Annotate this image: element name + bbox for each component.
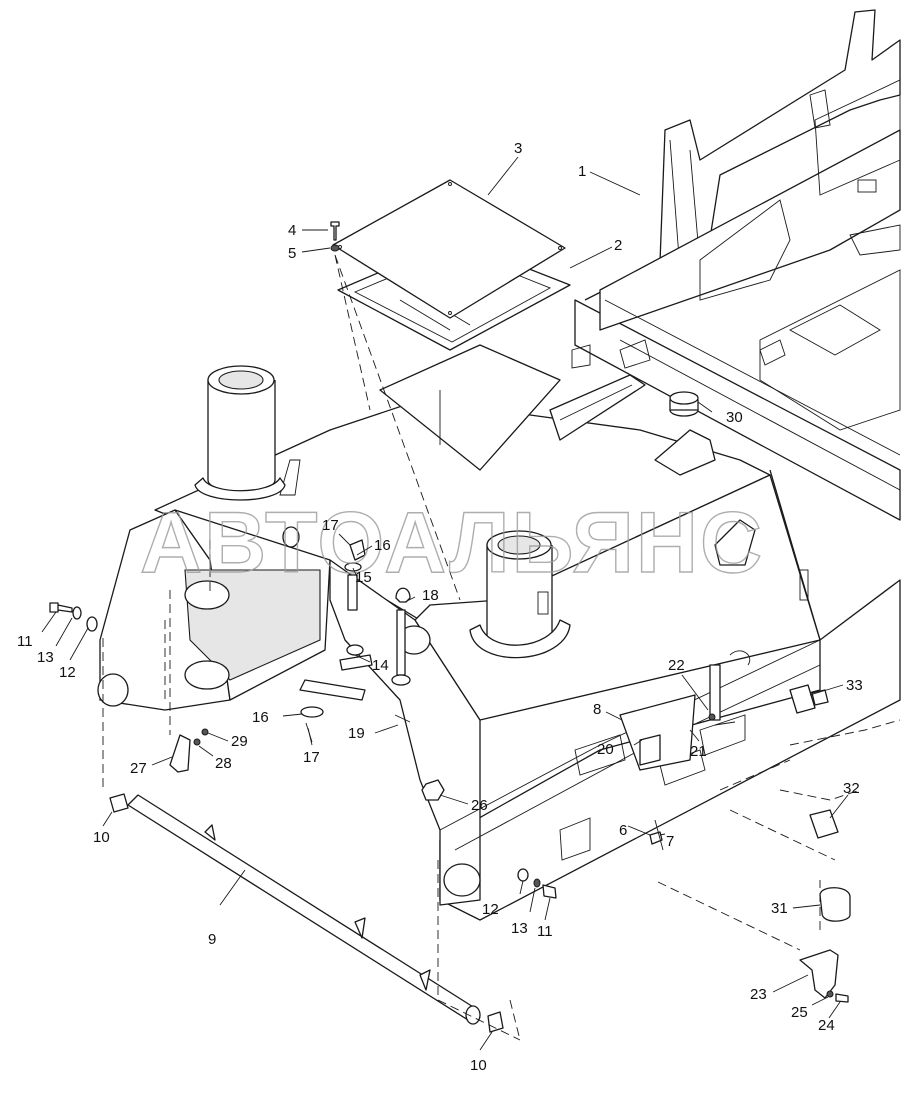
callout-26: 26 [471, 797, 488, 814]
callout-14: 14 [372, 657, 389, 674]
callout-11-left: 11 [17, 633, 33, 650]
callout-13-left: 13 [37, 649, 54, 666]
main-frame [97, 399, 901, 921]
callout-20: 20 [597, 741, 614, 758]
callout-11-front: 11 [537, 923, 553, 940]
callout-23: 23 [750, 986, 767, 1003]
callout-31: 31 [771, 900, 788, 917]
callout-30: 30 [726, 409, 743, 426]
callout-28: 28 [215, 755, 232, 772]
callout-22: 22 [668, 657, 685, 674]
callout-1: 1 [578, 163, 586, 180]
callout-29: 29 [231, 733, 248, 750]
frame-top-details [279, 344, 809, 601]
callout-24: 24 [818, 1017, 835, 1034]
callout-5: 5 [288, 245, 296, 262]
callout-12-front: 12 [482, 901, 499, 918]
callout-12-left: 12 [59, 664, 76, 681]
left-cylinder [194, 365, 286, 501]
shaft-assembly [102, 540, 901, 1041]
callout-17-top: 17 [322, 517, 339, 534]
callout-18: 18 [422, 587, 439, 604]
callout-16-top: 16 [374, 537, 391, 554]
callout-6: 6 [619, 822, 627, 839]
callout-labels: 1 2 3 4 5 6 7 8 9 10 10 11 11 12 12 13 1… [17, 140, 863, 1074]
callout-7: 7 [666, 833, 674, 850]
callout-19: 19 [348, 725, 365, 742]
callout-10-bottom: 10 [470, 1057, 487, 1074]
center-cylinder [469, 530, 571, 659]
callout-13-front: 13 [511, 920, 528, 937]
callout-9: 9 [208, 931, 216, 948]
callout-25: 25 [791, 1004, 808, 1021]
leader-lines [41, 156, 849, 1051]
callout-4: 4 [288, 222, 296, 239]
cab-frame [571, 9, 901, 521]
callout-27: 27 [130, 760, 147, 777]
callout-32: 32 [843, 780, 860, 797]
callout-33: 33 [846, 677, 863, 694]
callout-10-left: 10 [93, 829, 110, 846]
callout-16-bottom: 16 [252, 709, 269, 726]
callout-3: 3 [514, 140, 522, 157]
callout-21: 21 [690, 743, 707, 760]
watermark-text: АВТОАЛЬЯНС [140, 495, 764, 591]
cover-plates [332, 179, 571, 601]
callout-8: 8 [593, 701, 601, 718]
callout-17-bottom: 17 [303, 749, 320, 766]
callout-2: 2 [614, 237, 622, 254]
callout-15: 15 [355, 569, 372, 586]
